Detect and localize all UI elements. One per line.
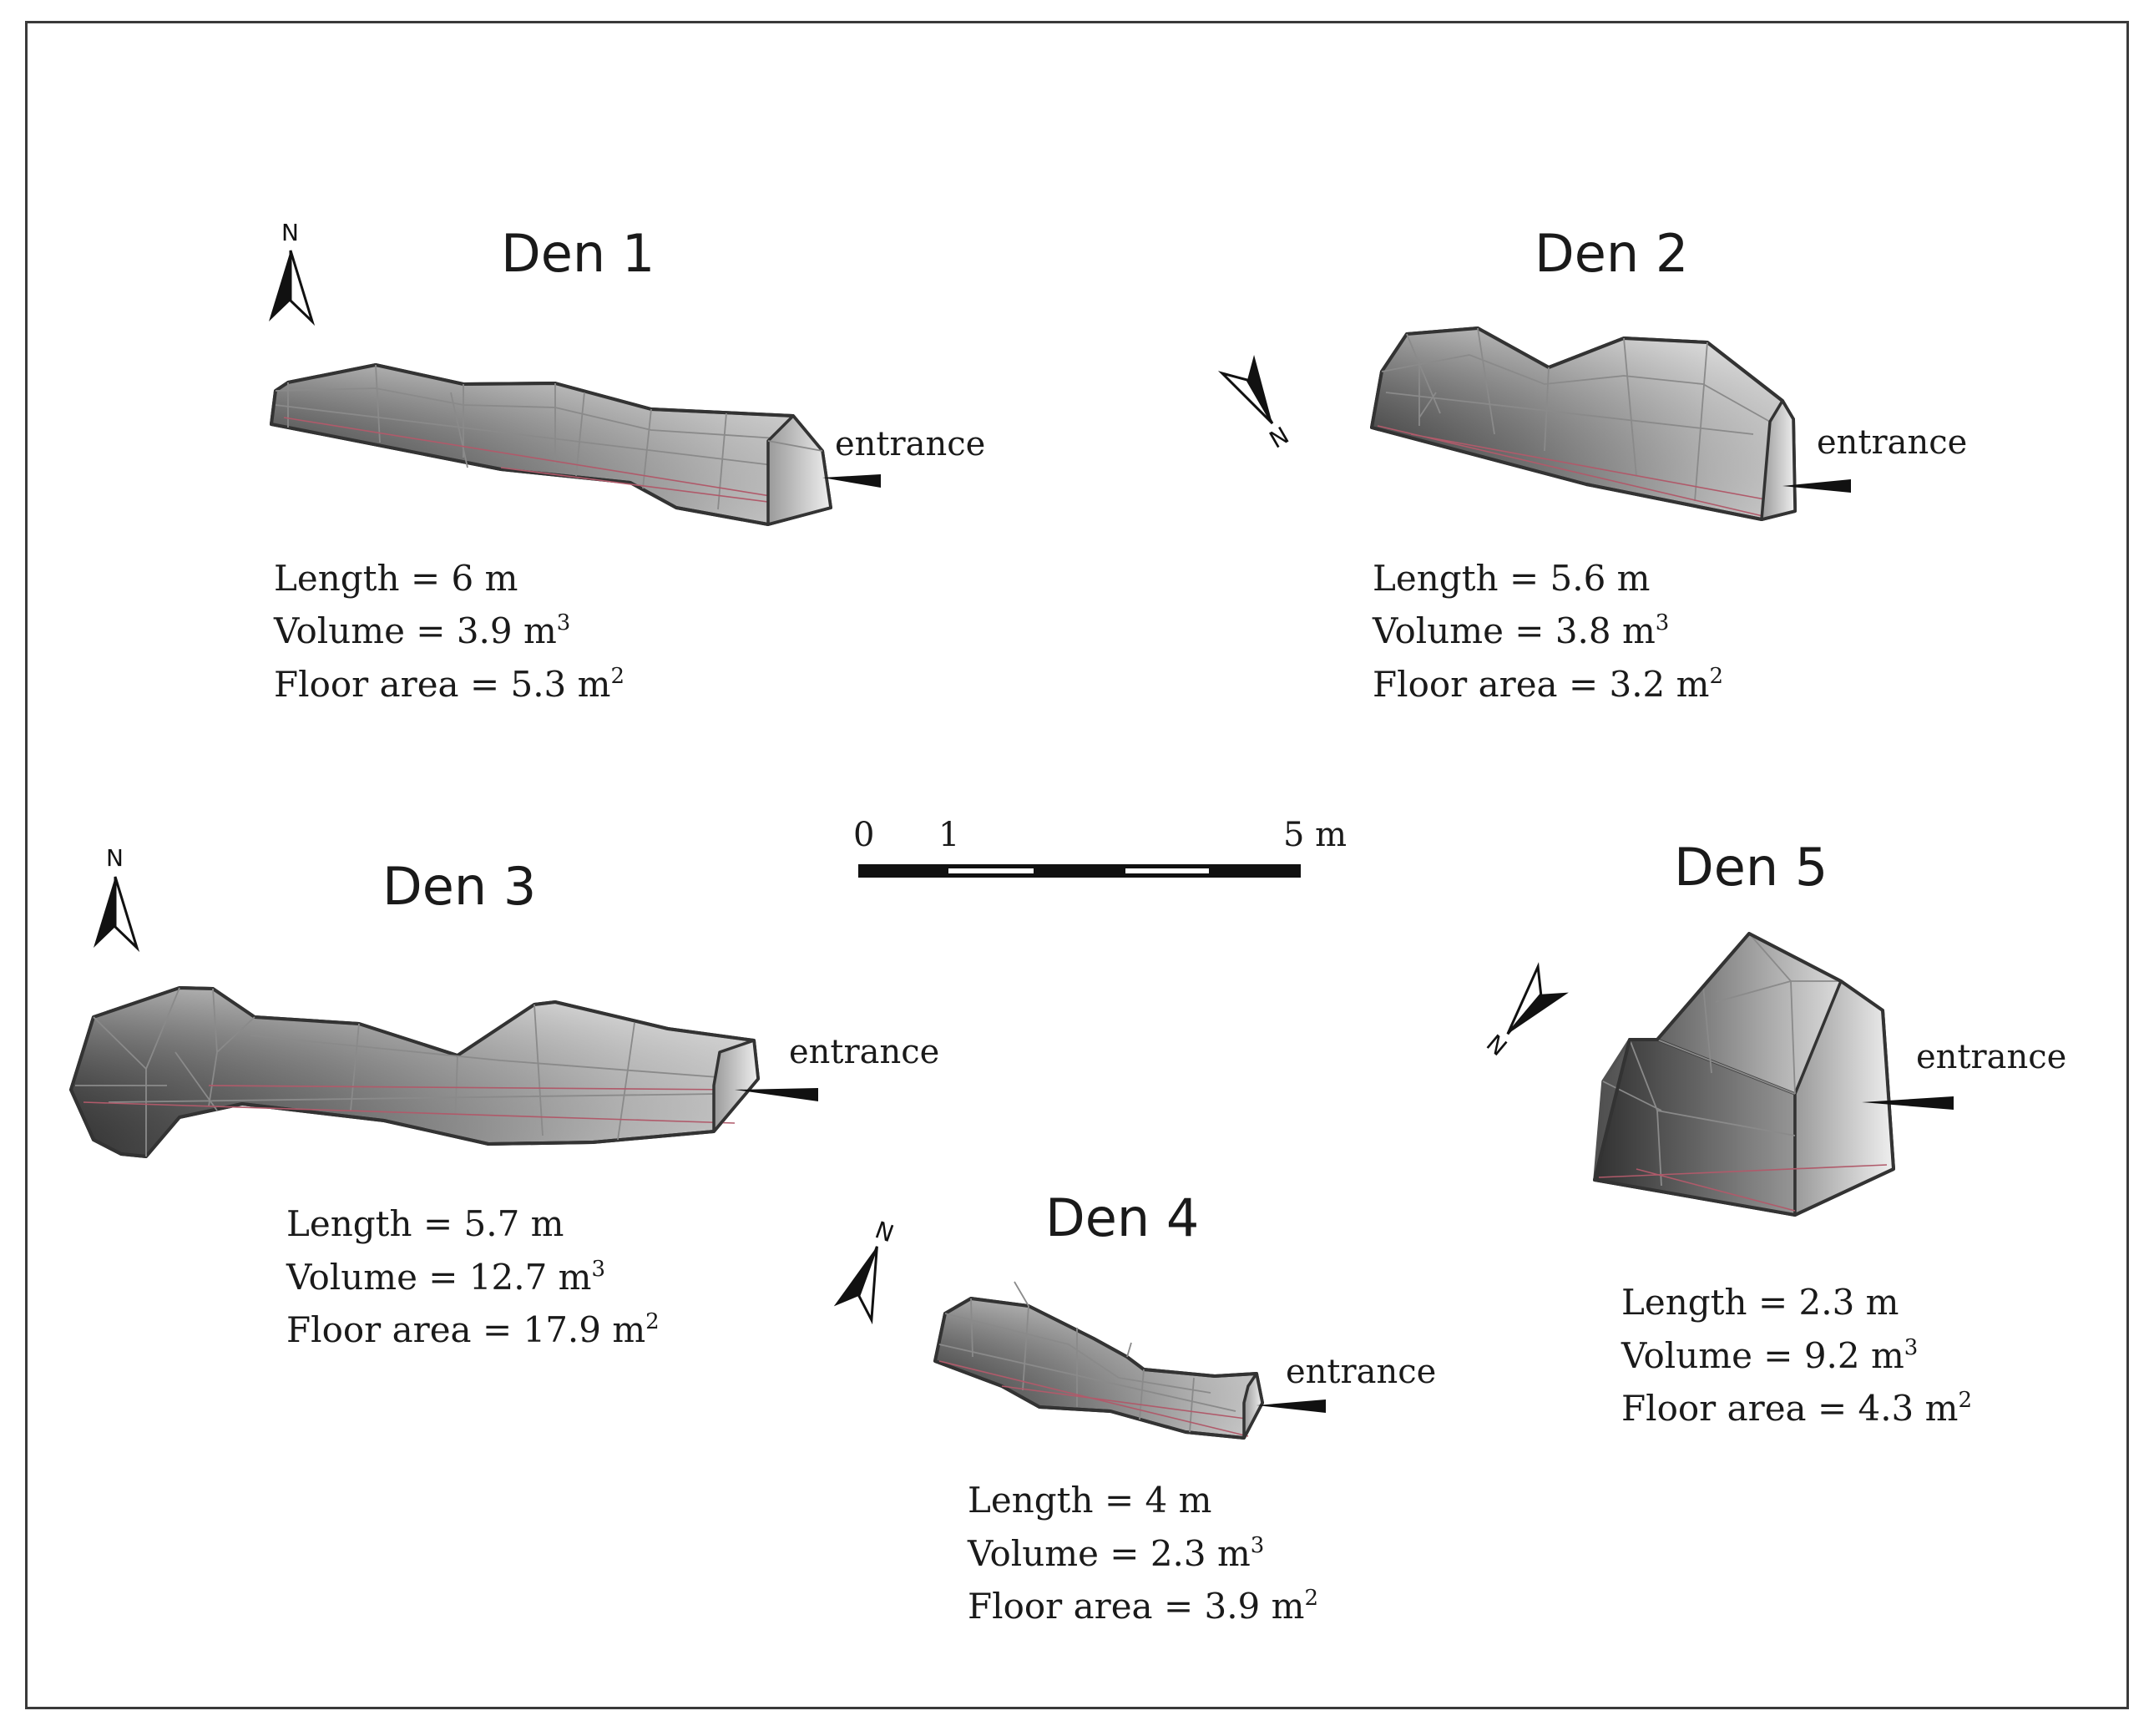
den-1-entrance-label: entrance: [835, 425, 985, 463]
den-4-north-arrow-icon: N: [833, 1216, 898, 1325]
den-5: Den 5 entrance Length = 2.3 m Volume = 9…: [1482, 837, 2066, 1429]
den-2-volume: Volume = 3.8 m3: [1372, 610, 1669, 651]
svg-text:N: N: [872, 1216, 898, 1248]
den-3-model: [69, 986, 818, 1158]
scale-label-5: 5 m: [1283, 816, 1347, 854]
den-4-floor-area: Floor area = 3.9 m2: [968, 1586, 1318, 1627]
den-5-entrance-pointer: [1862, 1096, 1954, 1110]
den-5-floor-area: Floor area = 4.3 m2: [1621, 1388, 1972, 1429]
den-5-model: [1593, 932, 1954, 1217]
den-5-entrance-label: entrance: [1916, 1038, 2066, 1076]
den-3-entrance-pointer: [735, 1088, 818, 1101]
scale-bar: 0 1 5 m: [853, 816, 1347, 878]
den-2-title: Den 2: [1535, 223, 1688, 284]
den-4-length: Length = 4 m: [968, 1480, 1211, 1521]
den-2-north-arrow-icon: N: [1217, 355, 1293, 453]
den-1: Den 1 entrance Length = 6 m Volume = 3.9…: [269, 219, 985, 705]
den-2: Den 2 entrance Length = 5.6 m Volume = 3…: [1217, 223, 1967, 705]
den-1-title: Den 1: [501, 223, 655, 284]
den-3-length: Length = 5.7 m: [286, 1203, 564, 1244]
den-5-title: Den 5: [1674, 837, 1828, 898]
den-1-volume: Volume = 3.9 m3: [273, 610, 570, 651]
den-4-volume: Volume = 2.3 m3: [967, 1533, 1264, 1574]
den-3: Den 3 entrance Length = 5.7 m Volume = 1…: [69, 844, 939, 1350]
den-1-north-arrow-icon: N: [269, 219, 316, 326]
den-1-entrance-pointer: [822, 474, 881, 488]
den-4-model: [933, 1281, 1326, 1440]
den-4-entrance-pointer: [1256, 1399, 1326, 1413]
den-4: Den 4 entrance Length = 4 m Volume = 2.3…: [833, 1187, 1436, 1627]
den-5-length: Length = 2.3 m: [1621, 1282, 1899, 1323]
den-5-volume: Volume = 9.2 m3: [1621, 1335, 1918, 1376]
den-4-title: Den 4: [1045, 1187, 1199, 1248]
den-1-model: [270, 363, 881, 526]
den-1-floor-area: Floor area = 5.3 m2: [274, 664, 624, 705]
den-2-entrance-pointer: [1782, 479, 1851, 493]
svg-text:N: N: [106, 844, 124, 872]
den-3-floor-area: Floor area = 17.9 m2: [286, 1309, 660, 1350]
den-3-title: Den 3: [382, 856, 536, 917]
den-2-floor-area: Floor area = 3.2 m2: [1373, 664, 1723, 705]
den-3-entrance-label: entrance: [789, 1033, 939, 1071]
den-3-volume: Volume = 12.7 m3: [286, 1257, 605, 1298]
svg-text:N: N: [1264, 420, 1293, 453]
svg-text:N: N: [281, 219, 299, 246]
scale-label-1: 1: [938, 816, 959, 854]
den-2-model: [1370, 326, 1851, 521]
den-4-entrance-label: entrance: [1286, 1353, 1436, 1391]
den-5-north-arrow-icon: N: [1482, 962, 1569, 1060]
scale-label-0: 0: [853, 816, 874, 854]
den-2-entrance-label: entrance: [1817, 423, 1967, 462]
den-2-length: Length = 5.6 m: [1373, 558, 1650, 599]
den-1-length: Length = 6 m: [274, 558, 518, 599]
den-3-north-arrow-icon: N: [94, 844, 140, 953]
